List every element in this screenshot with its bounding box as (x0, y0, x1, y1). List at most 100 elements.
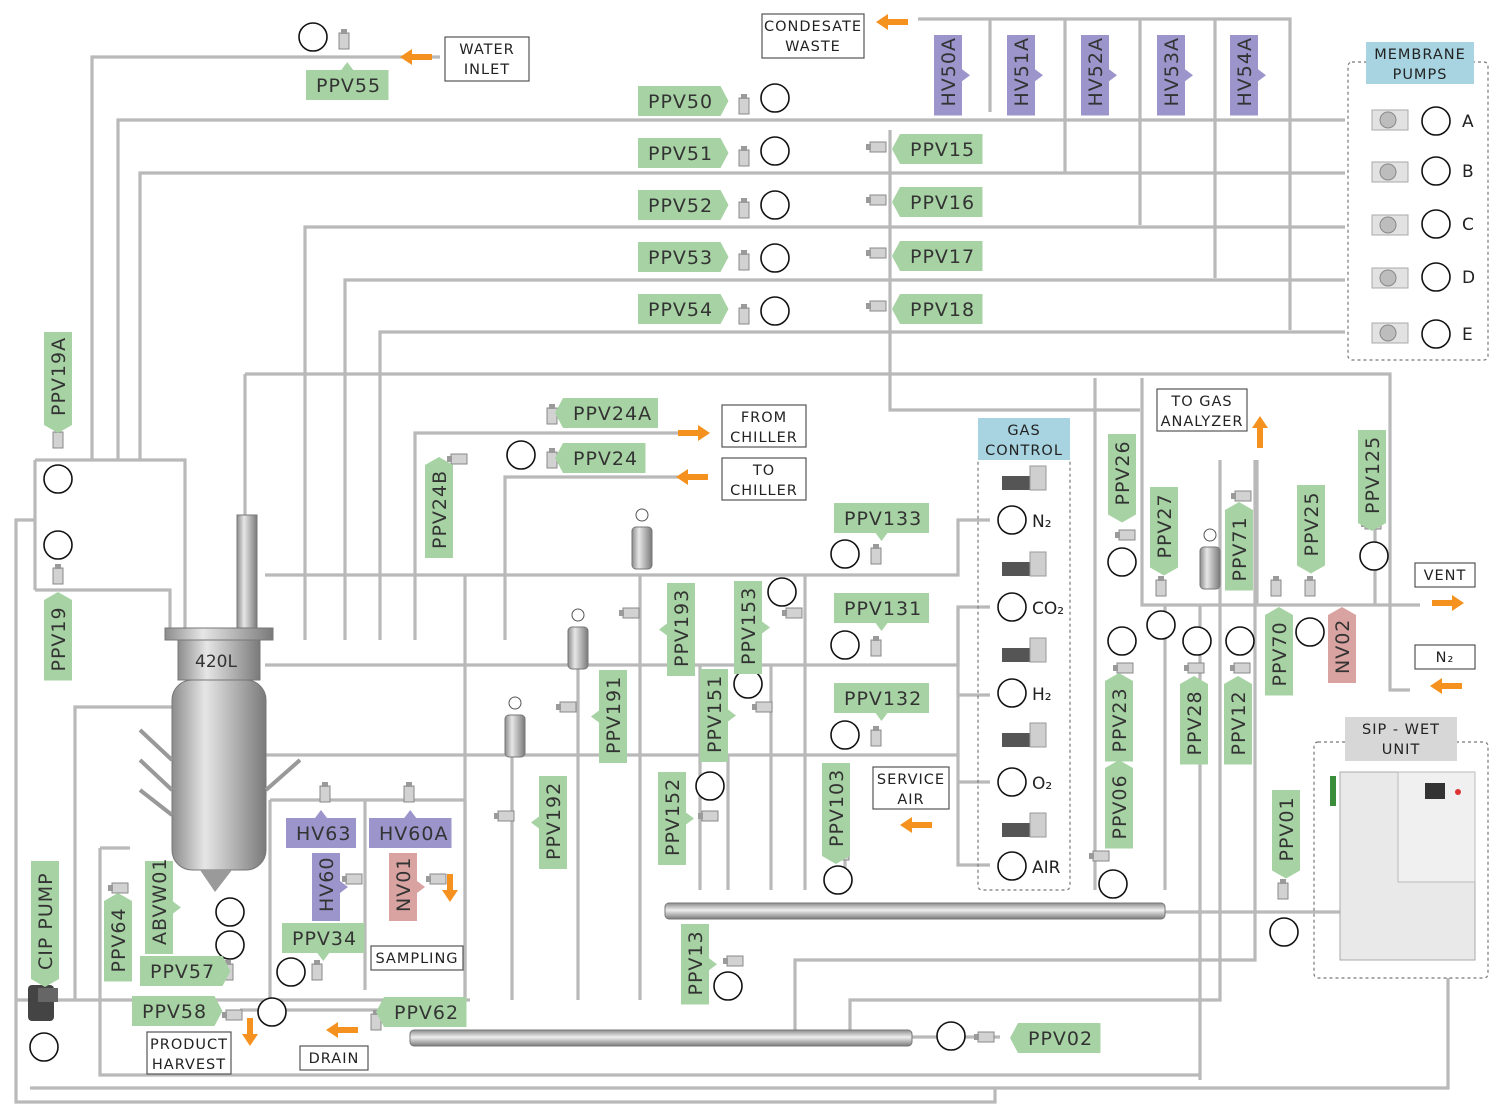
tag-shape (1358, 430, 1386, 531)
tag-shape (1225, 502, 1253, 591)
indicator-circle (760, 296, 790, 326)
tag-ppv62: PPV62 (376, 997, 467, 1027)
box-text: AIR (897, 792, 924, 808)
tag-shape (892, 187, 983, 217)
valve-icon (738, 94, 750, 115)
tag-label: PPV23 (1109, 687, 1131, 752)
box-text: SERVICE (877, 772, 945, 788)
tag-label: PPV18 (910, 299, 975, 321)
tag-shape (681, 924, 717, 1005)
tag-label: PPV24A (573, 403, 652, 425)
tag-label: HV60A (379, 823, 448, 845)
tag-shape (638, 242, 729, 272)
indicator-circle (43, 530, 73, 560)
box-vent: VENT (1414, 562, 1476, 588)
indicator-circle (936, 1021, 966, 1051)
peristaltic-pump-icon (1371, 322, 1409, 344)
tag-ppv151: PPV151 (700, 669, 736, 762)
gas-label-air: AIR (1032, 858, 1061, 878)
indicator-circle (760, 136, 790, 166)
tag-shape (1150, 487, 1178, 576)
tag-ppv24: PPV24 (555, 443, 646, 473)
tag-shape (1081, 35, 1117, 116)
indicator-circle (1421, 106, 1451, 136)
tag-ppv54: PPV54 (638, 294, 729, 324)
tag-ppv50: PPV50 (638, 86, 729, 116)
tag-label: PPV57 (150, 961, 215, 983)
indicator-circle (1146, 610, 1176, 640)
header-text: PUMPS (1393, 67, 1448, 83)
tag-ppv24a: PPV24A (555, 398, 658, 428)
tag-ppv28: PPV28 (1180, 676, 1208, 765)
indicator-circle (733, 669, 763, 699)
tag-label: ABVW01 (149, 858, 171, 945)
indicator-circle (830, 539, 860, 569)
tag-label: PPV06 (1109, 774, 1131, 839)
tag-shape (834, 683, 929, 721)
tag-ppv26: PPV26 (1108, 434, 1136, 523)
tag-shape (834, 593, 929, 631)
tag-label: PPV01 (1276, 796, 1298, 861)
indicator-circle (1421, 319, 1451, 349)
valve-icon (108, 882, 129, 894)
valve-icon (870, 726, 882, 747)
indicator-circle (997, 767, 1027, 797)
indicator-circle (997, 678, 1027, 708)
tag-shape (892, 294, 983, 324)
tag-ppv133: PPV133 (834, 503, 929, 541)
tag-ppv01: PPV01 (1272, 790, 1300, 879)
tag-shape (555, 443, 646, 473)
flow-arrow-icon (242, 1018, 258, 1046)
tag-label: HV60 (316, 857, 338, 912)
tag-ppv125: PPV125 (1358, 430, 1386, 531)
peristaltic-pump-icon (1371, 267, 1409, 289)
tag-shape (145, 861, 181, 954)
tag-label: PPV28 (1184, 690, 1206, 755)
tag-label: PPV133 (844, 508, 922, 530)
bioreactor-vessel (138, 514, 302, 892)
tag-ppv16: PPV16 (892, 187, 983, 217)
mass-flow-controller-icon (1002, 551, 1047, 577)
valve-icon (403, 782, 415, 803)
tag-hv50a: HV50A (934, 35, 970, 116)
tag-shape (306, 62, 389, 100)
tag-ppv193: PPV193 (659, 583, 695, 676)
tag-shape (834, 503, 929, 541)
tag-shape (1272, 790, 1300, 879)
box-sampling: SAMPLING (370, 945, 464, 971)
box-text: DRAIN (309, 1051, 360, 1067)
tag-ppv27: PPV27 (1150, 487, 1178, 576)
pump-label-a: A (1462, 112, 1474, 132)
indicator-circle (823, 865, 853, 895)
valve-icon (447, 453, 468, 465)
tag-label: HV50A (938, 37, 960, 106)
tag-label: PPV13 (685, 930, 707, 995)
tag-label: PPV16 (910, 192, 975, 214)
tag-shape (658, 772, 694, 865)
tag-shape (286, 810, 356, 848)
indicator-circle (1421, 209, 1451, 239)
label-boxes: WATERINLETCONDESATEWASTEFROMCHILLERTOCHI… (146, 13, 1476, 1075)
box-text: HARVEST (152, 1057, 226, 1073)
indicator-circle (760, 190, 790, 220)
valve-icon (426, 873, 447, 885)
tag-shape (892, 134, 983, 164)
tag-label: HV54A (1234, 37, 1256, 106)
tag-label: PPV26 (1112, 440, 1134, 505)
tag-hv63: HV63 (286, 810, 356, 848)
tag-label: PPV54 (648, 299, 713, 321)
flow-arrows (242, 14, 1464, 1046)
tag-label: PPV71 (1229, 516, 1251, 581)
valve-icon (52, 564, 64, 585)
tag-label: PPV64 (108, 907, 130, 972)
tag-shape (389, 853, 425, 921)
header-text: UNIT (1382, 742, 1421, 758)
tag-shape (822, 763, 850, 864)
tag-label: PPV132 (844, 688, 922, 710)
indicator-circle (997, 851, 1027, 881)
indicator-circle (1359, 541, 1389, 571)
